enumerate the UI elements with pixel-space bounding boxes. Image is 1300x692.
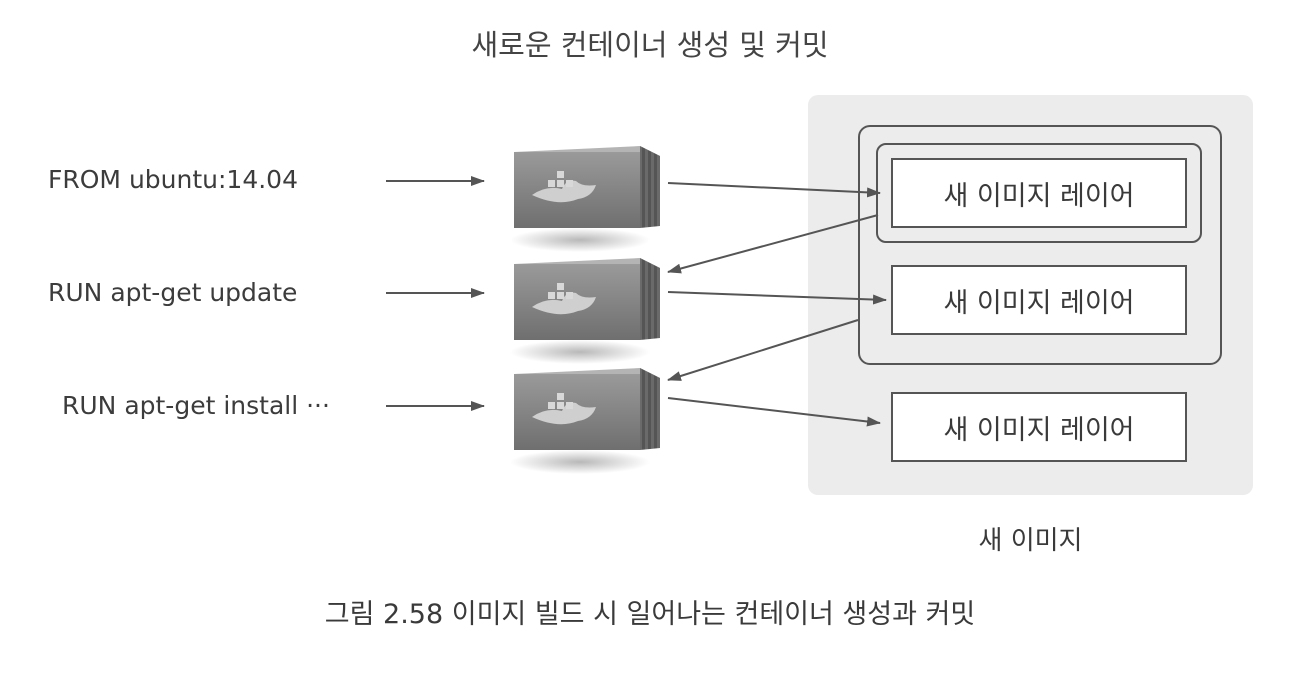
- committed-layers-group: [858, 125, 1222, 365]
- container-icon: [510, 368, 660, 474]
- figure-caption: 그림 2.58 이미지 빌드 시 일어나는 컨테이너 생성과 커밋: [324, 599, 976, 630]
- arrow-base-1: [667, 214, 879, 274]
- command-run-update: RUN apt-get update: [48, 278, 298, 307]
- new-image-label: 새 이미지: [978, 526, 1083, 556]
- container-icon: [510, 146, 660, 252]
- image-layer-1: 새 이미지 레이어: [891, 158, 1187, 228]
- arrow-commit-2: [667, 291, 887, 305]
- command-from: FROM ubuntu:14.04: [48, 165, 298, 194]
- arrow-base-2: [667, 319, 859, 381]
- commit-arrows: [667, 182, 887, 427]
- command-arrows: [386, 176, 485, 411]
- arrow-commit-3: [667, 397, 881, 427]
- image-layer-2: 새 이미지 레이어: [891, 265, 1187, 335]
- container-icon: [510, 258, 660, 364]
- arrow-commit-1: [667, 182, 881, 198]
- image-layer-3: 새 이미지 레이어: [891, 392, 1187, 462]
- command-run-install: RUN apt-get install ···: [62, 391, 330, 420]
- base-arrows: [667, 214, 879, 381]
- diagram-title: 새로운 컨테이너 생성 및 커밋: [471, 28, 829, 62]
